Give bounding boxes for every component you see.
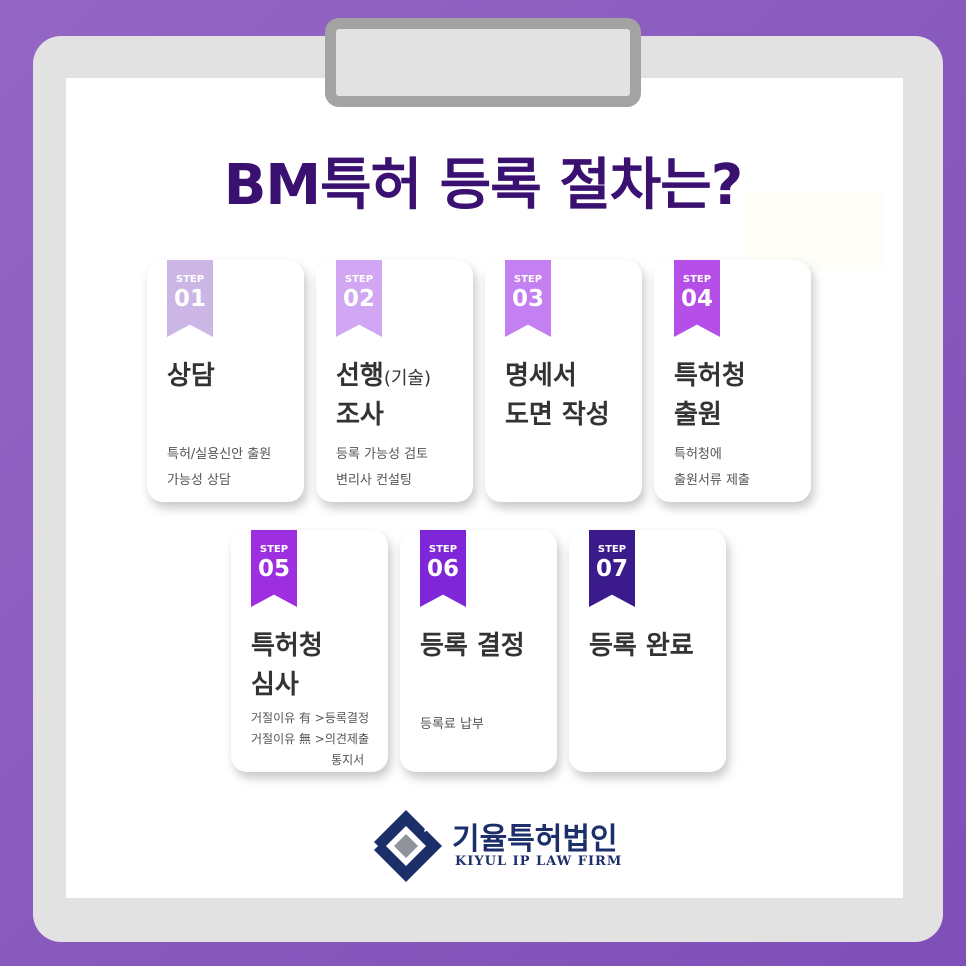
step-title-main: 특허청 (251, 631, 323, 661)
clipboard-clip (325, 18, 641, 107)
step-title-line2: 조사 (336, 400, 384, 430)
step-title: 등록 완료 (589, 628, 694, 667)
step-title: 선행(기술) 조사 (336, 358, 431, 433)
step-title-main: 명세서 (505, 361, 577, 391)
step-description: 등록료 납부 (420, 717, 484, 732)
step-description: 거절이유 有 >등록결정 거절이유 無 >의견제출 통지서 (251, 711, 370, 767)
step-title-main: 등록 완료 (589, 631, 694, 661)
step-label: STEP (344, 274, 374, 285)
step-title-main: 특허청 (674, 361, 746, 391)
step-number: 06 (426, 556, 459, 582)
brand-logo-icon (370, 810, 442, 882)
brand-name: 기율특허법인 (452, 822, 618, 857)
step-title: 등록 결정 (420, 628, 525, 667)
step-title: 명세서 도면 작성 (505, 358, 610, 433)
step-description: 특허/실용신안 출원 가능성 상담 (167, 447, 272, 488)
blank-area (746, 192, 883, 270)
step-number: 01 (173, 286, 206, 312)
step-number: 05 (257, 556, 290, 582)
step-description: 특허청에 출원서류 제출 (674, 447, 750, 488)
step-title-line2: 심사 (251, 670, 299, 700)
brand-name-en: KIYUL IP LAW FIRM (455, 854, 623, 869)
step-title-main: 등록 결정 (420, 631, 525, 661)
step-label: STEP (428, 544, 458, 555)
step-number: 07 (595, 556, 628, 582)
step-number: 02 (342, 286, 375, 312)
step-label: STEP (175, 274, 205, 285)
step-title: 상담 (167, 358, 215, 397)
step-label: STEP (513, 274, 543, 285)
step-title-main: 선행 (336, 361, 384, 391)
step-title: 특허청 출원 (674, 358, 746, 433)
page-title: BM특허 등록 절차는? (223, 153, 744, 218)
step-title-main: 상담 (167, 361, 215, 391)
step-number: 03 (511, 286, 544, 312)
step-title: 특허청 심사 (251, 628, 323, 703)
step-number: 04 (680, 286, 713, 312)
step-label: STEP (597, 544, 627, 555)
step-title-note: (기술) (383, 368, 432, 389)
step-label: STEP (682, 274, 712, 285)
step-title-line2: 도면 작성 (505, 400, 610, 430)
step-title-line2: 출원 (674, 400, 722, 430)
step-label: STEP (259, 544, 289, 555)
step-description: 등록 가능성 검토 변리사 컨설팅 (336, 447, 428, 488)
